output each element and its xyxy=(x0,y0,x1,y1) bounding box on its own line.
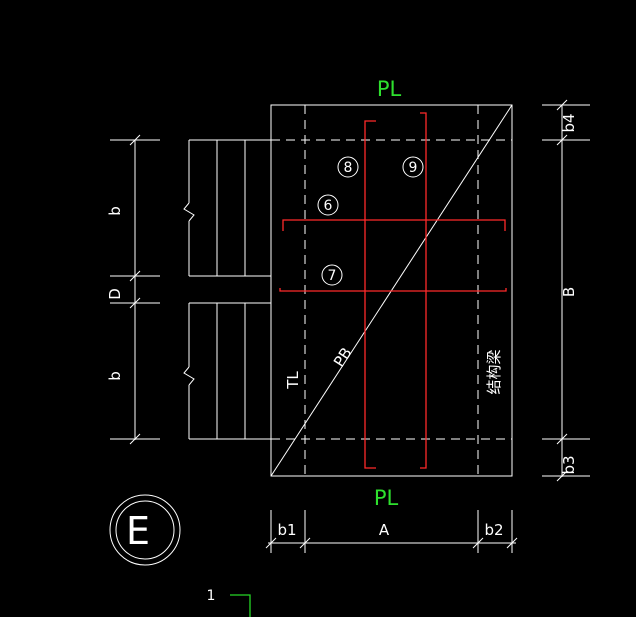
view-symbol-inner xyxy=(115,500,175,560)
bottom-dimension xyxy=(265,510,518,553)
dim-label-b-upper: b xyxy=(106,206,124,216)
dim-label-b2: b2 xyxy=(484,521,503,539)
dim-label-b3: b3 xyxy=(560,455,578,474)
pb-label: PB xyxy=(330,344,356,370)
dim-label-b1: b1 xyxy=(277,521,296,539)
green-corner-mark xyxy=(230,594,251,617)
rebar-vertical-left xyxy=(364,120,376,469)
pl-label-top: PL xyxy=(377,77,402,101)
rebar-tag-6-circle xyxy=(317,194,339,216)
rebar-tag-9-circle xyxy=(402,156,424,178)
dim-label-a: A xyxy=(379,521,390,539)
dim-label-b4: b4 xyxy=(560,113,578,132)
pl-label-bottom: PL xyxy=(374,486,399,510)
corner-note: 1 xyxy=(207,588,216,604)
rebar-tag-8: 8 xyxy=(344,160,353,176)
stair-flight-lower xyxy=(183,290,272,440)
dim-label-big-b: B xyxy=(560,287,578,297)
rebar-horizontal-lower xyxy=(279,288,507,292)
rebar-tag-8-circle xyxy=(337,156,359,178)
view-label-e: E xyxy=(126,509,150,553)
rebar-tag-7-circle xyxy=(321,264,343,286)
dim-label-d: D xyxy=(106,288,124,300)
stair-flight-upper xyxy=(183,139,272,290)
rebar-horizontal-upper xyxy=(282,219,506,231)
right-dimension xyxy=(542,99,590,482)
left-dimension xyxy=(110,134,160,445)
rebar-tag-7: 7 xyxy=(328,268,337,284)
structural-beam-label: 结构梁 xyxy=(485,349,503,394)
tl-label: TL xyxy=(284,371,302,390)
view-symbol-outer xyxy=(109,494,181,566)
dim-label-b-lower: b xyxy=(106,371,124,381)
rebar-tag-6: 6 xyxy=(324,198,333,214)
rebar-tag-9: 9 xyxy=(409,160,418,176)
